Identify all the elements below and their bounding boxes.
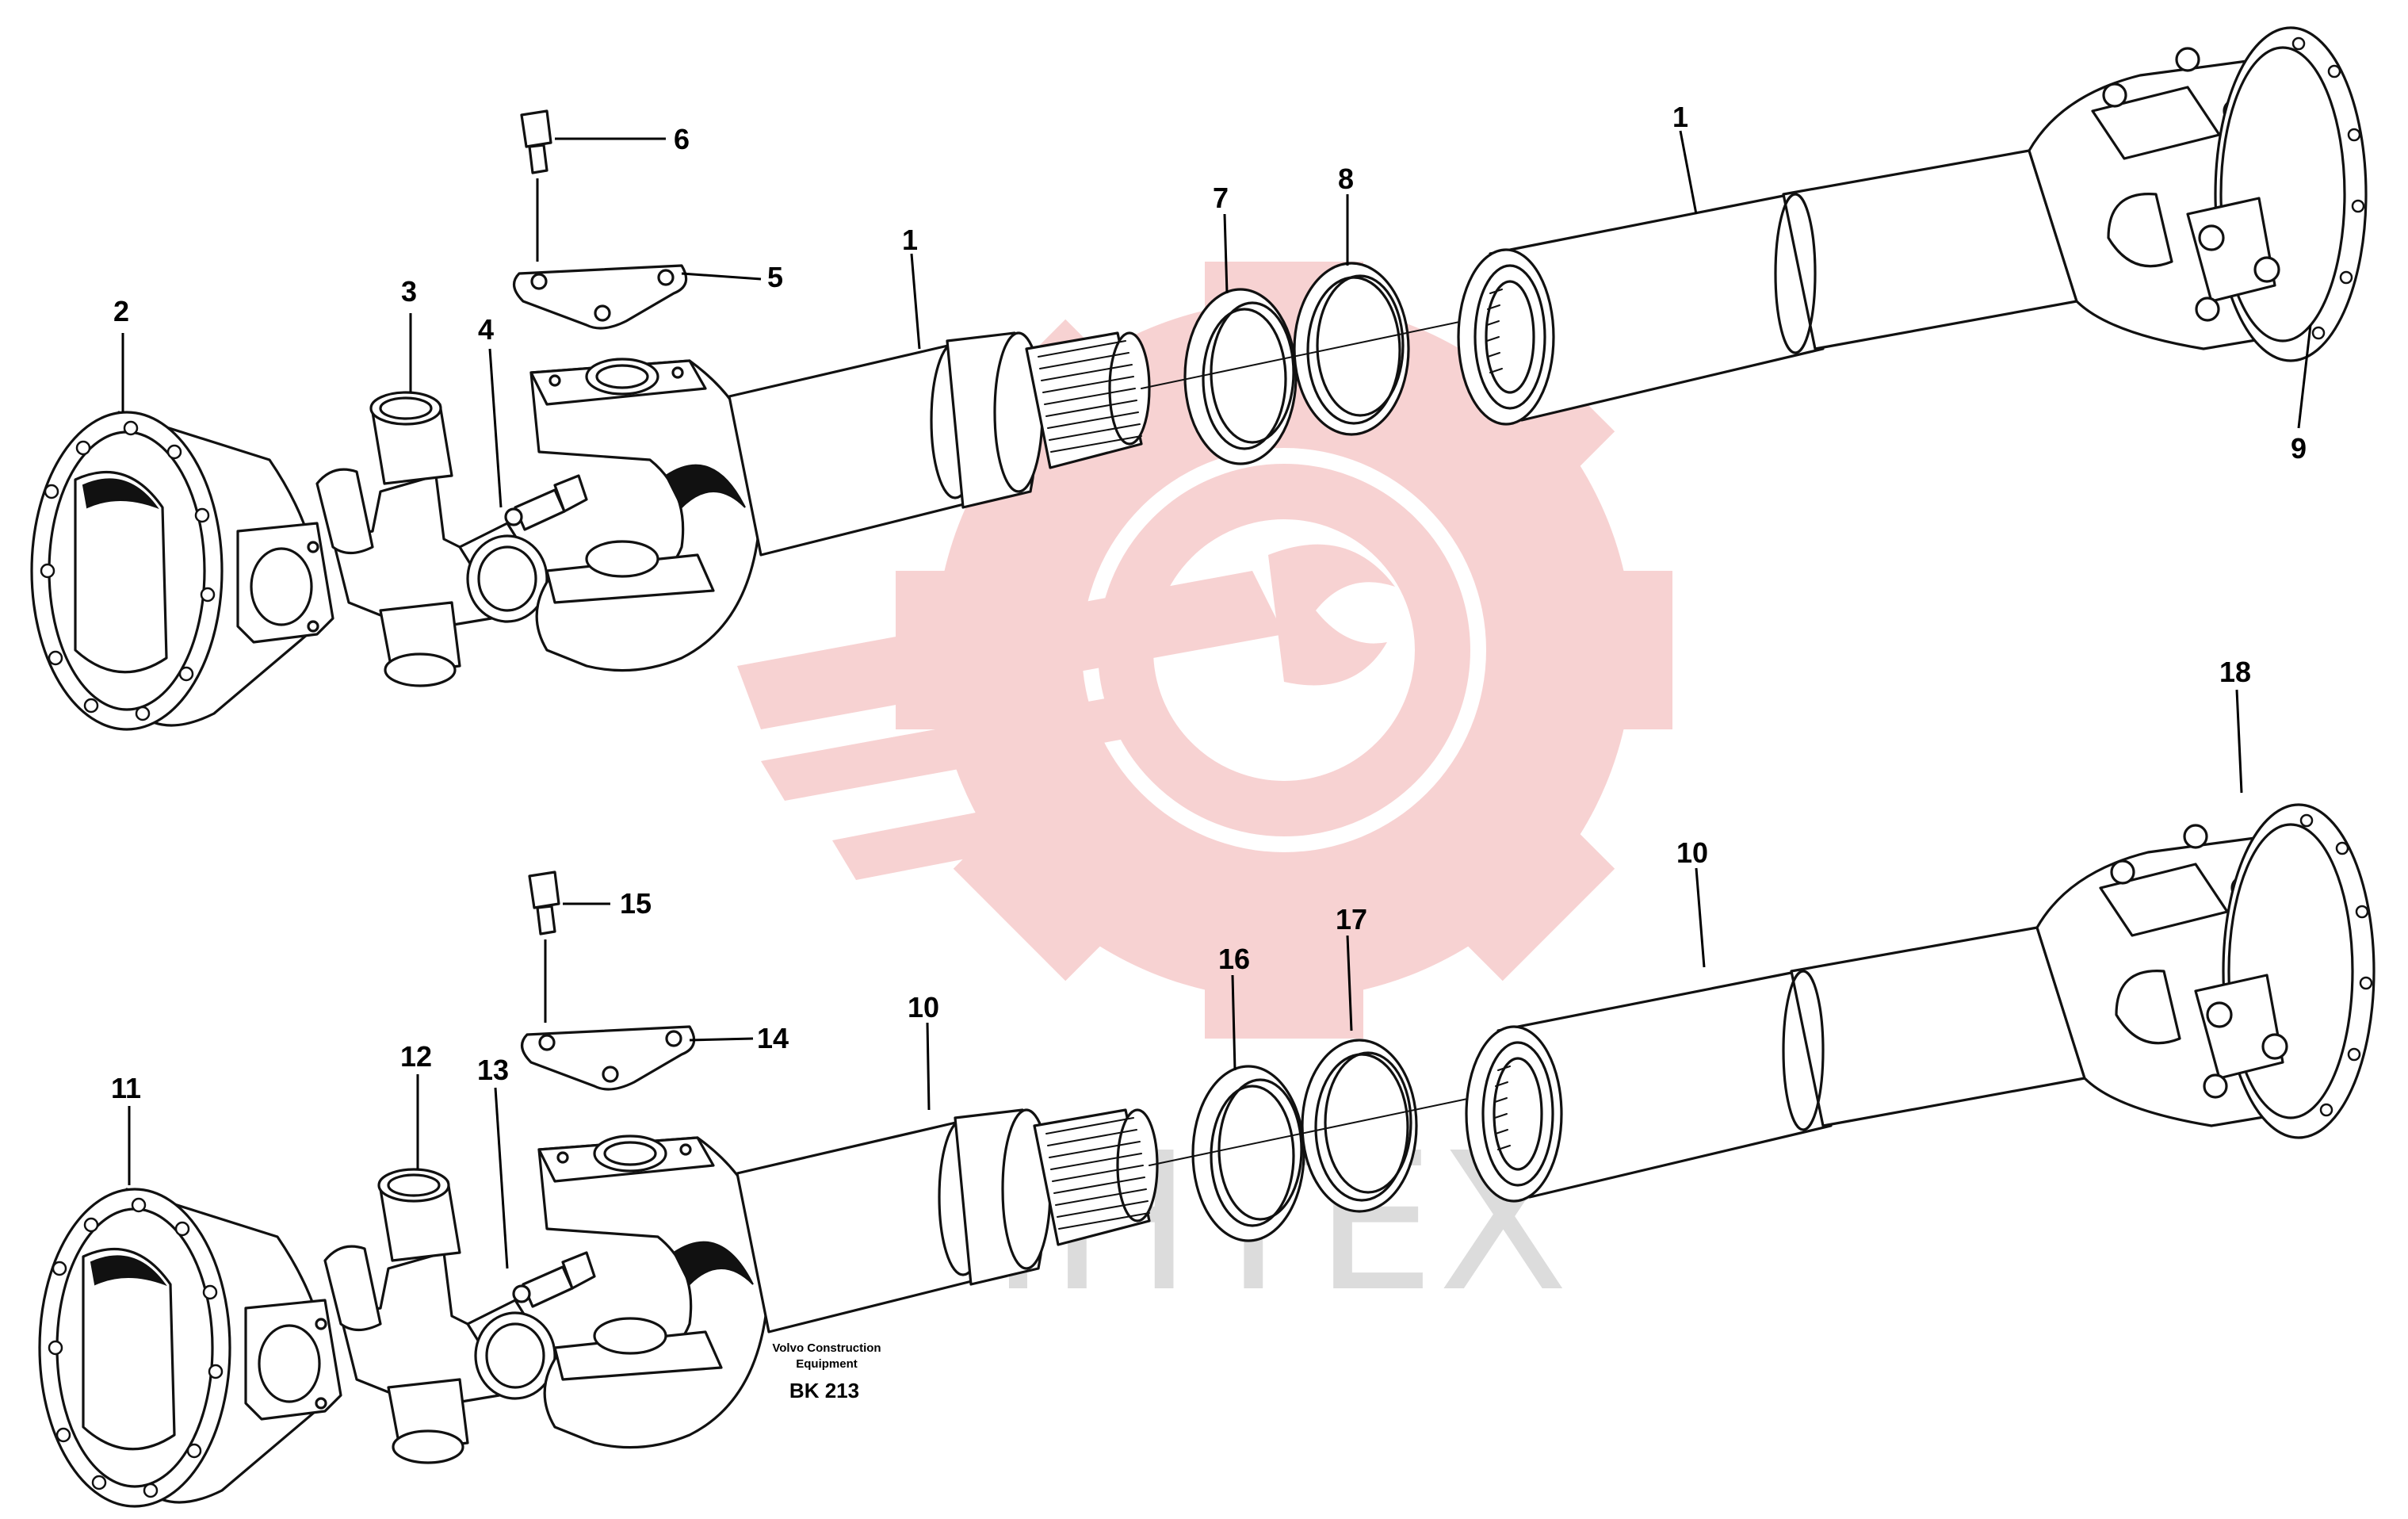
document-caption: Volvo Construction Equipment BK 213 <box>772 1341 881 1402</box>
callout-18: 18 <box>2219 656 2251 688</box>
bolt-6 <box>520 109 552 174</box>
callout-17: 17 <box>1336 903 1367 936</box>
callout-13: 13 <box>477 1054 509 1086</box>
callout-3: 3 <box>401 275 417 308</box>
callout-5: 5 <box>767 261 783 293</box>
caption-drawing-code: BK 213 <box>789 1379 859 1402</box>
callout-8: 8 <box>1338 163 1354 195</box>
callout-1-upper-tube: 1 <box>1672 101 1688 133</box>
upper-shaft-assembly <box>30 26 2368 731</box>
callout-10-upper-tube: 10 <box>1676 836 1708 869</box>
callout-2: 2 <box>113 295 129 327</box>
callout-12: 12 <box>400 1040 432 1073</box>
lock-plate-5 <box>513 264 688 330</box>
callout-6: 6 <box>674 123 690 155</box>
lock-plate-14 <box>521 1025 696 1091</box>
callout-7: 7 <box>1213 182 1229 214</box>
callout-14: 14 <box>757 1022 789 1054</box>
callout-labels: 1 1 2 3 4 5 6 7 8 9 10 10 10 11 12 13 14… <box>111 101 2307 1104</box>
caption-manufacturer-line2: Equipment <box>796 1357 858 1371</box>
callout-4: 4 <box>478 313 494 346</box>
callout-9: 9 <box>2291 432 2307 465</box>
callout-10-lower-tube: 10 <box>908 991 939 1024</box>
callout-11: 11 <box>111 1072 141 1104</box>
bolt-15 <box>528 870 560 936</box>
leader-lines <box>121 130 2312 1269</box>
callout-16: 16 <box>1218 943 1250 975</box>
callout-1-lower-tube: 1 <box>902 224 918 256</box>
callout-15: 15 <box>620 887 652 920</box>
lower-shaft-assembly <box>38 803 2376 1508</box>
caption-manufacturer-line1: Volvo Construction <box>772 1341 881 1355</box>
